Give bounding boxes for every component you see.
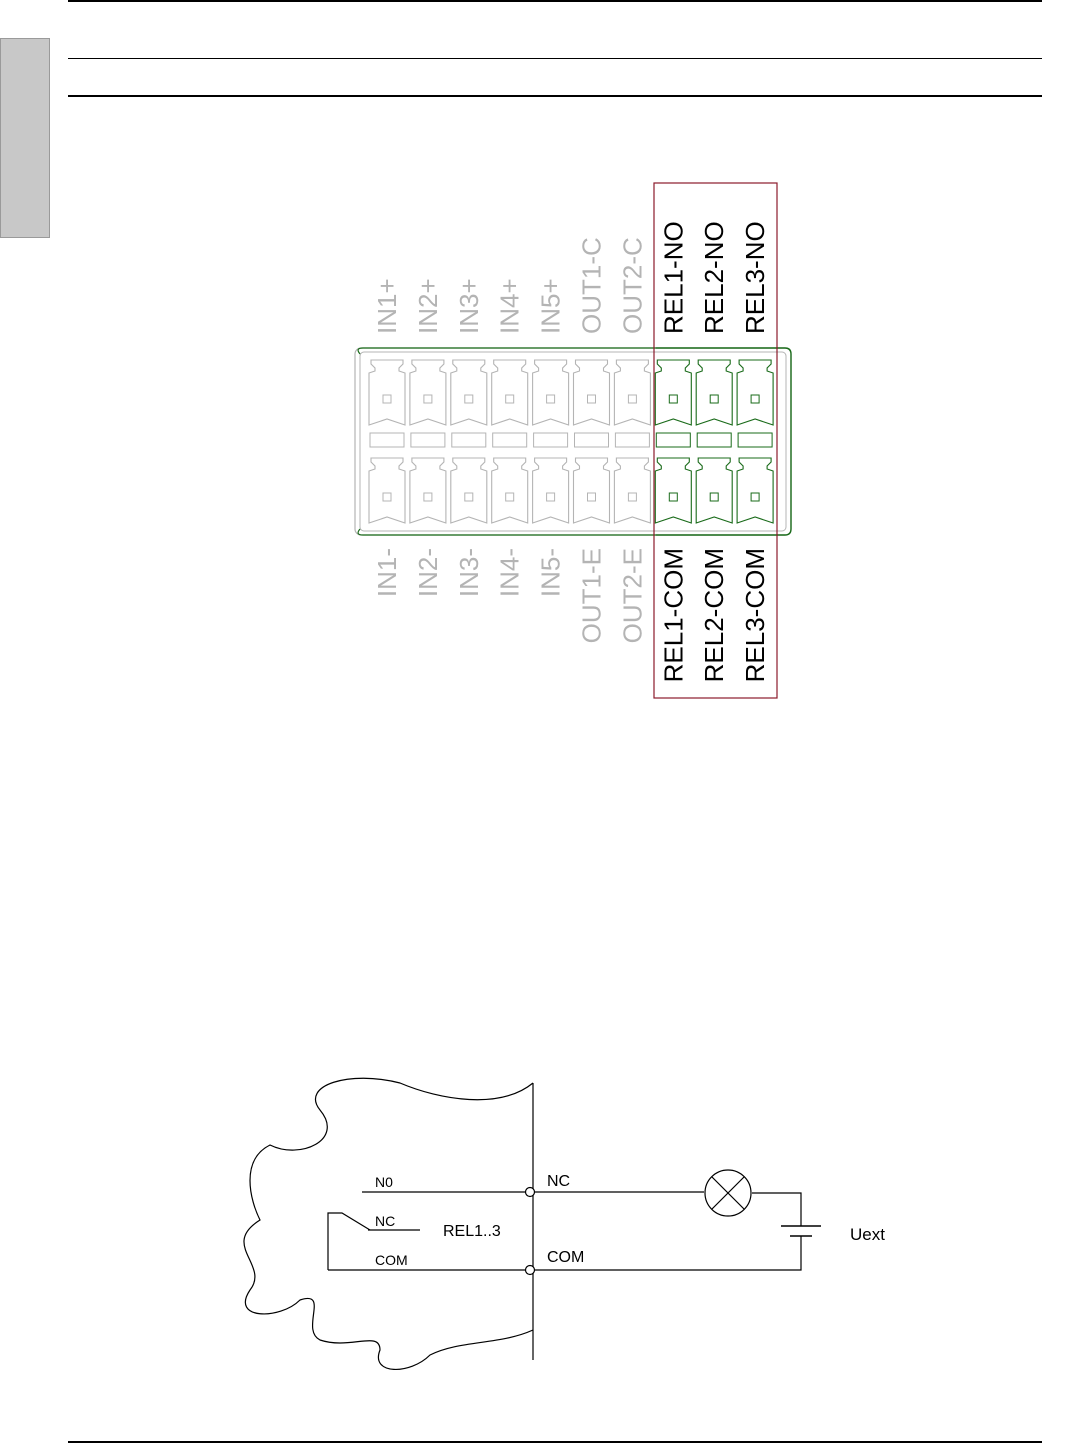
supply-label: Uext (850, 1225, 885, 1244)
footer-rule (68, 1441, 1042, 1443)
nc-terminal (526, 1188, 535, 1197)
no-label: N0 (375, 1174, 393, 1190)
com-contact-label: COM (375, 1252, 408, 1268)
relay-switch-blade (328, 1213, 370, 1270)
com-terminal (526, 1266, 535, 1275)
nc-contact-label: NC (375, 1213, 395, 1229)
lamp-to-battery-wire (752, 1193, 801, 1226)
nc-terminal-label: NC (547, 1173, 570, 1190)
com-terminal-label: COM (547, 1249, 584, 1266)
relay-label: REL1..3 (443, 1223, 501, 1240)
